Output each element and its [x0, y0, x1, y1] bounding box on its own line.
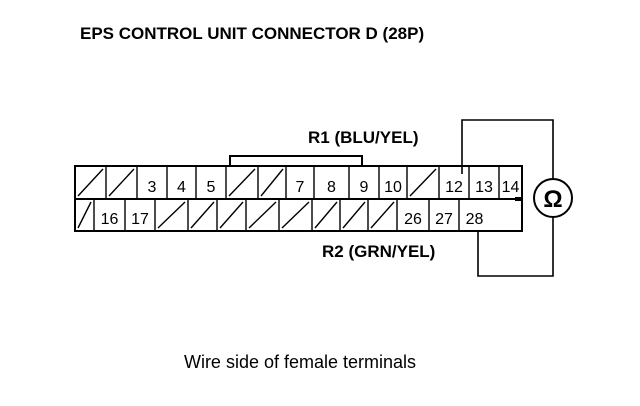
top-row-terminal-label: 8	[327, 179, 336, 196]
probe-r1-label: R1 (BLU/YEL)	[308, 128, 419, 147]
connector-body: 3 4 5 7 8 9 10 12 13 14 16 17 26 27 28	[74, 155, 523, 232]
probe-r2-wire	[477, 217, 554, 277]
top-row-terminal-label: 4	[177, 179, 186, 196]
ohm-symbol-icon: Ω	[543, 186, 562, 213]
top-row-terminal-label: 10	[384, 179, 402, 196]
ohmmeter-circle	[533, 178, 573, 218]
bottom-row-empty-cavity-slash	[281, 201, 310, 229]
bottom-row-terminal-label: 26	[404, 211, 422, 228]
top-row-terminal-label: 9	[360, 179, 369, 196]
bottom-row-terminal-label: 17	[131, 211, 149, 228]
top-row-terminal-label: 14	[502, 179, 520, 196]
top-row-terminal-label: 5	[207, 179, 216, 196]
bottom-row-empty-cavity-slash	[370, 201, 395, 229]
top-row-empty-cavity-slash	[77, 168, 104, 197]
top-row-terminal-label: 7	[296, 179, 305, 196]
top-row-empty-cavity-slash	[108, 168, 135, 197]
top-row-empty-cavity-slash	[260, 168, 284, 197]
bottom-row-empty-cavity-slash	[190, 201, 215, 229]
top-row-terminal-label: 13	[475, 179, 493, 196]
connector-lock-tab	[229, 155, 363, 166]
bottom-row-empty-cavity-slash	[314, 201, 338, 229]
diagram-title: EPS CONTROL UNIT CONNECTOR D (28P)	[80, 24, 425, 43]
diagram-caption: Wire side of female terminals	[183, 352, 417, 372]
test-circuit: Ω R1 (BLU/YEL) R2 (GRN/YEL)	[308, 119, 573, 277]
bottom-row-empty-cavity-slash	[219, 201, 244, 229]
top-row-empty-cavity-slash	[228, 168, 256, 197]
bottom-row-terminal-label: 16	[101, 211, 119, 228]
bottom-row-empty-cavity-slash	[77, 201, 92, 229]
bottom-row-empty-cavity-slash	[342, 201, 366, 229]
probe-r2-label: R2 (GRN/YEL)	[322, 242, 435, 261]
probe-r1-wire	[461, 119, 554, 179]
bottom-row-terminal-label: 27	[435, 211, 453, 228]
bottom-row-empty-cavity-slash	[248, 201, 277, 229]
bottom-row-empty-cavity-slash	[157, 201, 186, 229]
top-row-terminal-label: 3	[148, 179, 157, 196]
bottom-row-terminal-label: 28	[466, 211, 484, 228]
top-row-terminal-label: 12	[445, 179, 463, 196]
top-row-empty-cavity-slash	[409, 168, 437, 197]
